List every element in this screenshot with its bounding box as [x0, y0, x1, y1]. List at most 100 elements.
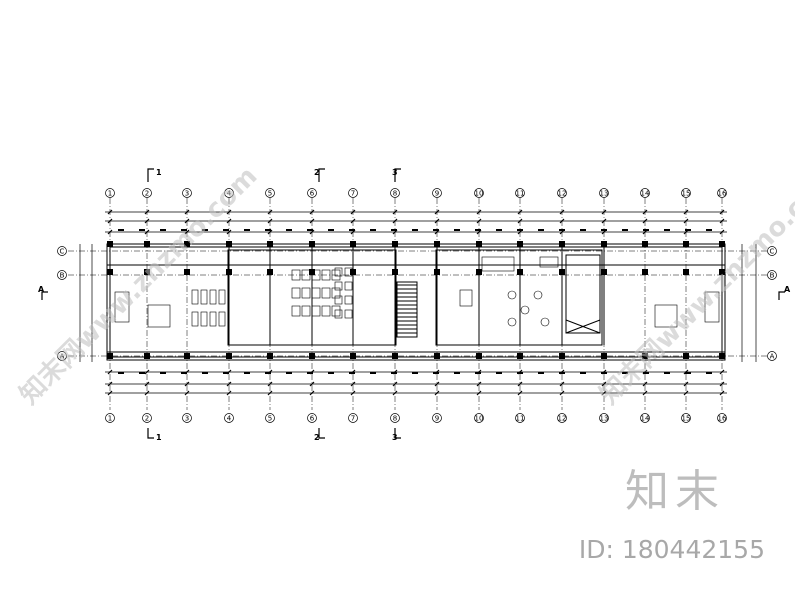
dimension-mark: [706, 229, 712, 231]
desk: [311, 305, 321, 317]
column: [434, 269, 440, 275]
grid-bubble-bottom-2: 2: [142, 413, 152, 423]
grid-bubble-circle: [432, 413, 442, 423]
column: [683, 241, 689, 247]
dimension-mark: [391, 372, 397, 374]
grid-bubble-circle: [717, 413, 727, 423]
section-3-bottom: 3: [392, 428, 401, 442]
grid-bubble-label: C: [60, 247, 65, 255]
grid-bubble-circle: [224, 188, 234, 198]
grid-bubble-circle: [599, 188, 609, 198]
grid-bubble-label: B: [60, 271, 65, 279]
lounge-table: [540, 317, 550, 327]
dimension-mark: [244, 229, 250, 231]
dimension-tick: [184, 381, 190, 387]
column: [350, 241, 356, 247]
grid-bubble-label: A: [770, 352, 775, 360]
column: [476, 269, 482, 275]
grid-bubble-top-13: 13: [599, 188, 609, 198]
grid-bubble-label: 1: [108, 414, 112, 422]
furniture-layout: [114, 256, 720, 328]
grid-bubble-circle: [432, 188, 442, 198]
dimension-mark: [139, 229, 145, 231]
bed-left-2: [147, 304, 171, 328]
grid-bubble-label: 5: [268, 189, 272, 197]
grid-bubble-bottom-14: 14: [640, 413, 650, 423]
desk: [321, 269, 331, 281]
dimension-mark: [559, 372, 565, 374]
column: [392, 353, 398, 359]
grid-bubble-bottom-11: 11: [515, 413, 525, 423]
dimension-mark: [202, 372, 208, 374]
column: [226, 353, 232, 359]
grid-bubble-circle: [474, 188, 484, 198]
grid-bubble-label: 16: [718, 414, 727, 422]
dimension-mark: [622, 372, 628, 374]
toilet-stall: [200, 311, 208, 327]
dimension-mark: [223, 229, 229, 231]
column: [517, 353, 523, 359]
dimension-mark: [286, 372, 292, 374]
column: [683, 353, 689, 359]
section-cut-line: [41, 291, 48, 300]
grid-bubble-bottom-1: 1: [105, 413, 115, 423]
dimension-mark: [601, 229, 607, 231]
section-1-bottom: 1: [147, 428, 162, 442]
grid-bubble-label: 9: [435, 189, 439, 197]
grid-bubble-label: 14: [641, 189, 650, 197]
section-cut-line: [147, 428, 154, 439]
column: [476, 353, 482, 359]
desk: [539, 256, 559, 268]
section-cut-label: 1: [156, 168, 162, 177]
column: [719, 269, 725, 275]
dimension-mark: [496, 229, 502, 231]
grid-bubble-label: C: [770, 247, 775, 255]
dimension-mark: [307, 372, 313, 374]
bed-left: [114, 291, 130, 323]
dimension-mark: [328, 372, 334, 374]
grid-bubble-circle: [717, 188, 727, 198]
grid-bubble-top-11: 11: [515, 188, 525, 198]
axis-grid-lines: [68, 198, 770, 410]
section-cut-label: 2: [314, 168, 320, 177]
structural-columns: [107, 241, 725, 359]
grid-bubble-circle: [681, 188, 691, 198]
grid-bubble-right-A: A: [767, 351, 777, 361]
column: [309, 241, 315, 247]
section-cut-label: 3: [392, 168, 398, 177]
chair: [334, 267, 343, 277]
grid-bubble-top-9: 9: [432, 188, 442, 198]
grid-bubble-label: B: [770, 271, 775, 279]
column: [601, 353, 607, 359]
grid-bubble-circle: [767, 270, 777, 280]
dimension-mark: [475, 229, 481, 231]
dimension-mark: [706, 372, 712, 374]
grid-bubble-label: 11: [516, 414, 525, 422]
section-cut-line: [394, 168, 401, 182]
dimension-mark: [433, 372, 439, 374]
desk: [331, 269, 341, 281]
dimension-mark: [139, 372, 145, 374]
desk: [291, 269, 301, 281]
grid-bubble-circle: [57, 246, 67, 256]
grid-bubble-circle: [265, 413, 275, 423]
grid-bubble-top-14: 14: [640, 188, 650, 198]
dimension-mark: [370, 229, 376, 231]
dimension-mark: [601, 372, 607, 374]
grid-bubble-label: 14: [641, 414, 650, 422]
dimension-mark: [265, 372, 271, 374]
grid-bubble-top-6: 6: [307, 188, 317, 198]
grid-bubble-label: 5: [268, 414, 272, 422]
dimension-mark: [475, 372, 481, 374]
dimension-mark: [412, 372, 418, 374]
grid-bubble-circle: [390, 413, 400, 423]
column: [267, 269, 273, 275]
grid-bubble-circle: [57, 270, 67, 280]
dimension-tick: [350, 381, 356, 387]
column: [392, 269, 398, 275]
grid-bubble-left-B: B: [57, 270, 67, 280]
dimension-mark: [223, 372, 229, 374]
grid-bubble-top-2: 2: [142, 188, 152, 198]
dimension-mark: [538, 229, 544, 231]
chair: [334, 281, 343, 291]
